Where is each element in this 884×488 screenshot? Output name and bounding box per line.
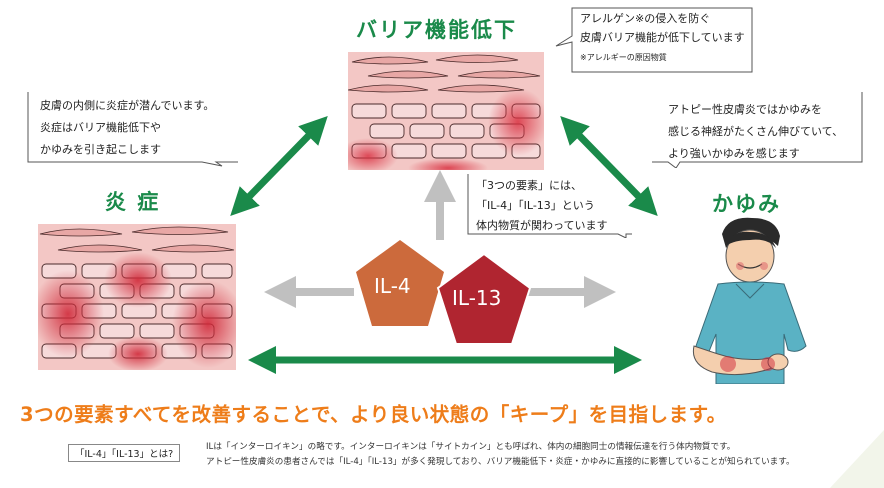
corner-decoration	[830, 430, 884, 488]
footnote-label: 「IL-4」「IL-13」とは?	[68, 444, 181, 462]
il4-pentagon	[356, 240, 444, 326]
inflammation-callout-line-3: かゆみを引き起こします	[40, 143, 161, 156]
il4-label: IL-4	[374, 274, 411, 298]
itch-callout-line-2: 感じる神経がたくさん伸びていて、	[668, 125, 844, 138]
barrier-callout-frame	[555, 7, 753, 73]
main-headline: 3つの要素すべてを改善することで、より良い状態の「キープ」を目指します。	[20, 403, 727, 426]
barrier-callout-line-2: 皮膚バリア機能が低下しています	[580, 31, 745, 44]
footnote-line-2: アトピー性皮膚炎の患者さんでは「IL-4」「IL-13」が多く発現しており、バリ…	[206, 457, 795, 467]
barrier-title: バリア機能低下	[356, 18, 517, 42]
cytokine-pentagons	[356, 240, 532, 345]
inflammation-callout-frame	[27, 92, 238, 167]
arrow-barrier-inflammation	[230, 115, 328, 217]
scratching-man-illustration	[692, 217, 807, 384]
il13-pentagon	[436, 252, 532, 345]
itch-callout-line-3: より強いかゆみを感じます	[668, 147, 800, 160]
itch-callout-line-1: アトピー性皮膚炎ではかゆみを	[668, 103, 822, 116]
cytokine-callout-line-2: 「IL-4」「IL-13」という	[476, 199, 595, 212]
inflammation-skin-illustration	[38, 224, 236, 370]
footnote-line-1: ILは「インターロイキン」の略です。インターロイキンは「サイトカイン」とも呼ばれ…	[206, 442, 736, 452]
itch-title: かゆみ	[712, 192, 781, 216]
cytokine-callout-line-1: 「3つの要素」には、	[476, 179, 582, 192]
il13-label: IL-13	[452, 286, 502, 310]
barrier-callout-line-1: アレルゲン※の侵入を防ぐ	[580, 12, 711, 25]
inflammation-callout-line-1: 皮膚の内側に炎症が潜んでいます。	[40, 99, 215, 112]
itch-callout-frame	[652, 92, 863, 168]
barrier-skin-illustration	[348, 52, 544, 170]
inflammation-callout-line-2: 炎症はバリア機能低下や	[40, 121, 161, 134]
allergen-note: ※アレルギーの原因物質	[580, 53, 667, 62]
cytokine-callout-line-3: 体内物質が関わっています	[476, 219, 608, 232]
cytokine-callout-frame	[467, 174, 632, 238]
inflammation-title: 炎 症	[105, 190, 161, 214]
